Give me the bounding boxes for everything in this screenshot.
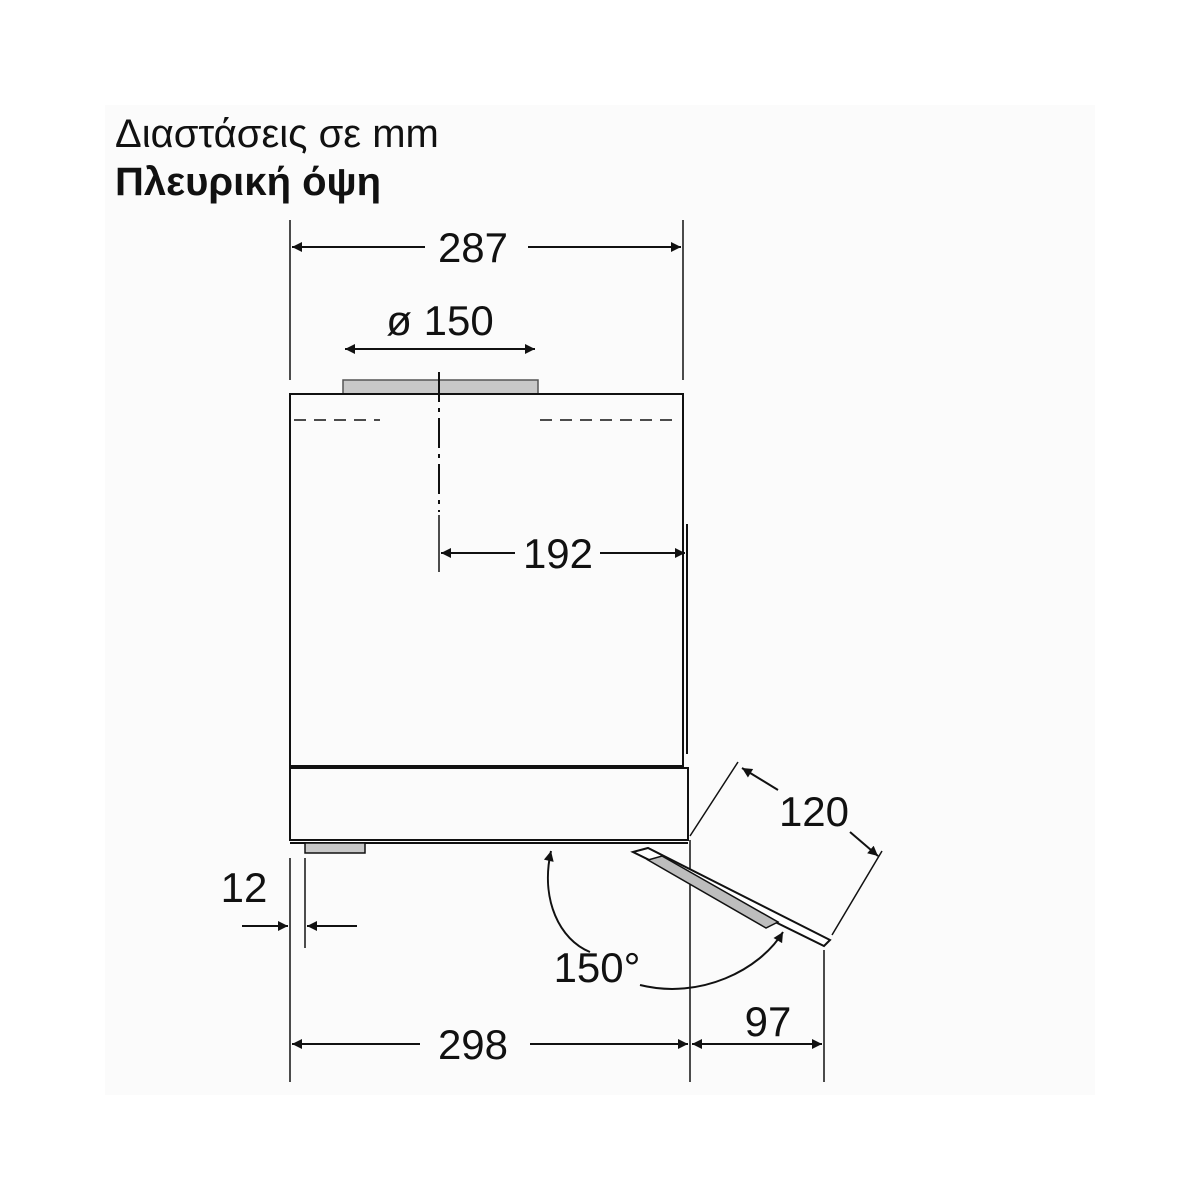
dim-120-label: 120: [779, 788, 849, 835]
drawing-title: Διαστάσεις σε mm: [115, 112, 439, 156]
angle-arc-lower: [639, 931, 784, 990]
dim-192-label: 192: [523, 530, 593, 577]
dim-298-label: 298: [438, 1021, 508, 1068]
dim-287-label: 287: [438, 224, 508, 271]
dim-120-line-b: [849, 831, 879, 857]
dim-97-label: 97: [745, 998, 792, 1045]
extension-lines: [289, 220, 825, 1082]
duct-connector: [342, 379, 539, 395]
dim-120-line-a: [741, 767, 779, 791]
angle-arc-upper: [543, 850, 591, 953]
hood-lower-section: [289, 767, 689, 844]
ext-120-a: [689, 761, 739, 837]
glass-visor: [630, 846, 832, 948]
dim-150-label: ø 150: [386, 297, 493, 344]
drawing-subtitle: Πλευρική όψη: [115, 160, 382, 204]
hood-body: [289, 372, 688, 767]
drawing-panel: [105, 105, 1095, 1095]
ext-120-b: [831, 850, 883, 936]
angle-150-label: 150°: [554, 944, 641, 991]
bottom-clip: [304, 842, 366, 854]
dim-12-label: 12: [221, 864, 268, 911]
